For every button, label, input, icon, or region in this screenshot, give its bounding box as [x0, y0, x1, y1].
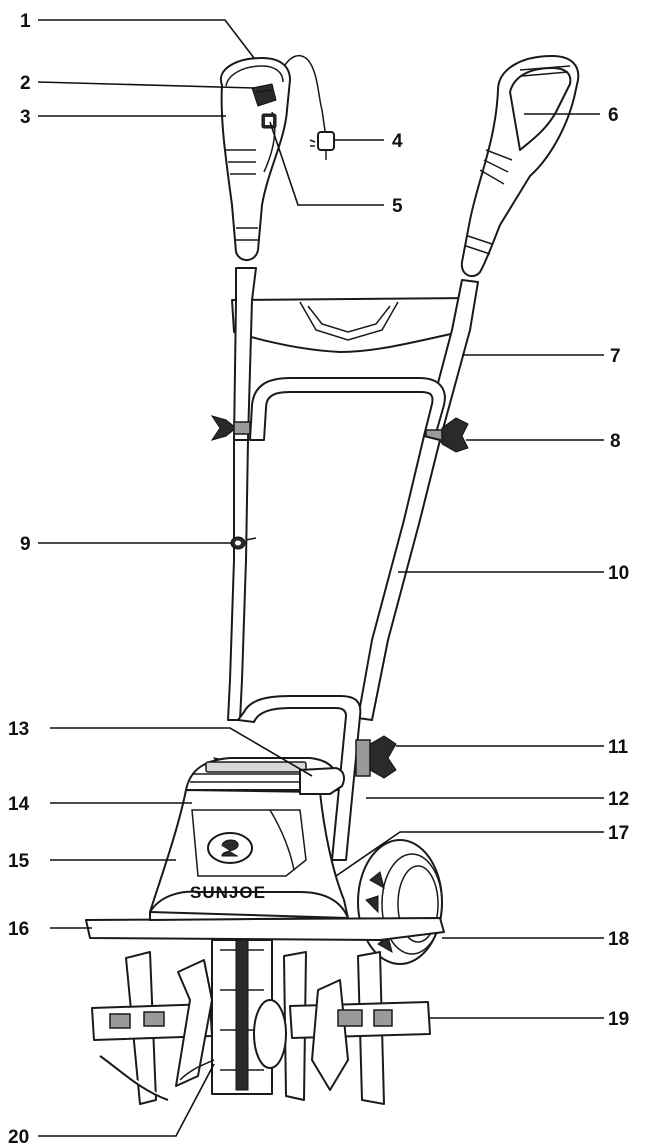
callout-12: 12	[608, 789, 629, 810]
callout-1: 1	[20, 11, 31, 32]
right-handle	[460, 55, 580, 278]
power-plug	[309, 131, 335, 160]
lower-right-knob	[355, 735, 397, 779]
tiller-illustration: SUNJOE	[85, 54, 580, 1105]
callout-19: 19	[608, 1009, 629, 1030]
leader-lines	[37, 19, 604, 1137]
power-cord	[281, 54, 327, 139]
lock-off-button	[261, 113, 277, 129]
callout-7: 7	[610, 346, 621, 367]
left-handle	[219, 57, 291, 261]
cord-retainer	[230, 536, 257, 550]
callout-labels: 1 2 3 4 5 6 7 8 9 10 11 12 13 14 15 16 1…	[8, 11, 629, 1148]
callout-4: 4	[392, 131, 403, 152]
lower-right-tube	[357, 435, 441, 721]
callout-17: 17	[608, 823, 629, 844]
side-shield-flap	[85, 917, 445, 941]
tine-assembly-right	[283, 951, 431, 1105]
callout-8: 8	[610, 431, 621, 452]
callout-13: 13	[8, 719, 29, 740]
upper-handle-crossbar	[231, 297, 475, 353]
callout-11: 11	[608, 737, 629, 758]
lower-handle-loop	[237, 695, 362, 861]
switch-lever	[251, 83, 277, 107]
callout-16: 16	[8, 919, 29, 940]
lower-left-tube	[227, 439, 249, 721]
callout-3: 3	[20, 107, 31, 128]
callout-20: 20	[8, 1127, 29, 1148]
tine-assembly-left	[91, 951, 213, 1105]
upper-left-knob	[210, 415, 251, 441]
callout-15: 15	[8, 851, 30, 872]
callout-9: 9	[20, 534, 31, 555]
gear-case	[211, 939, 287, 1095]
middle-handle-loop	[249, 377, 446, 441]
transport-wheel	[357, 839, 443, 965]
callout-14: 14	[8, 794, 30, 815]
callout-5: 5	[392, 196, 403, 217]
callout-10: 10	[608, 563, 629, 584]
brand-logo-text: SUNJOE	[190, 883, 266, 902]
tine-blade-20	[179, 1059, 215, 1081]
callout-2: 2	[20, 73, 31, 94]
callout-6: 6	[608, 105, 619, 126]
callout-18: 18	[608, 929, 629, 950]
